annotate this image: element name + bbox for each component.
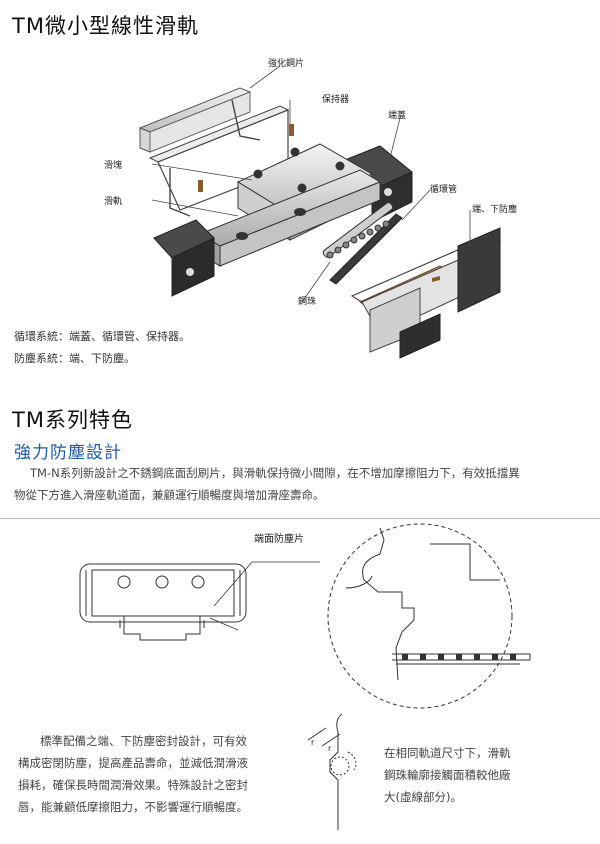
label-end-bottom-seal: 端、下防塵 [472,205,518,215]
retainer-part [289,124,294,136]
return-tube-part [322,202,403,285]
right-para-line-2: 鋼珠輪廓接觸面積較他廠 [384,768,511,782]
label-steel-ball: 鋼珠 [298,297,317,307]
dustproof-system-text: 防塵系統：端、下防塵。 [14,352,135,365]
end-bottom-seal-part [350,227,502,359]
divider [0,518,600,519]
left-para-line-1: 標準配備之端、下防塵密封設計，可有效 [40,734,247,748]
intro-line-1: TM-N系列新設計之不銹鋼底面刮刷片，與滑軌保持微小間隙，在不增加摩擦阻力下，有… [30,466,520,480]
left-para-line-2: 構成密閉防塵，提高產品壽命，並減低潤滑液 [18,756,248,770]
label-end-cap: 端蓋 [388,111,407,121]
label-slider: 滑塊 [104,161,123,171]
rail-part [198,169,382,267]
dim-label-r: r [311,738,315,747]
ball-contact-profile [307,713,357,830]
exploded-view-diagram [138,65,502,359]
section-title: TM系列特色 [12,408,133,432]
page-title: TM微小型線性滑軌 [12,14,199,38]
label-end-wiper: 端面防塵片 [254,534,304,545]
label-rail: 滑軌 [104,197,123,207]
reinforced-plate-part [138,87,252,153]
end-cap-left [153,219,215,297]
end-wiper-cross-section [79,523,531,709]
steel-balls-part [326,220,390,259]
label-return-tube: 循環管 [430,185,458,195]
circulation-system-text: 循環系統：端蓋、循環管、保持器。 [14,330,190,343]
left-para-line-3: 損耗，確保長時間潤滑效果。特殊設計之密封 [18,778,248,792]
right-para-line-3: 大(虛線部分)。 [384,790,462,804]
label-reinforced-plate: 強化鋼片 [268,59,305,69]
label-retainer: 保持器 [322,95,350,105]
dim-label-r2: r [328,744,332,753]
intro-line-2: 物從下方進入滑座軌道面，兼顧運行順暢度與增加滑座壽命。 [14,488,325,502]
section-subtitle: 強力防塵設計 [14,443,122,463]
right-para-line-1: 在相同軌道尺寸下，滑軌 [384,746,511,760]
left-para-line-4: 唇，能兼顧低摩擦阻力，不影響運行順暢度。 [18,800,248,814]
